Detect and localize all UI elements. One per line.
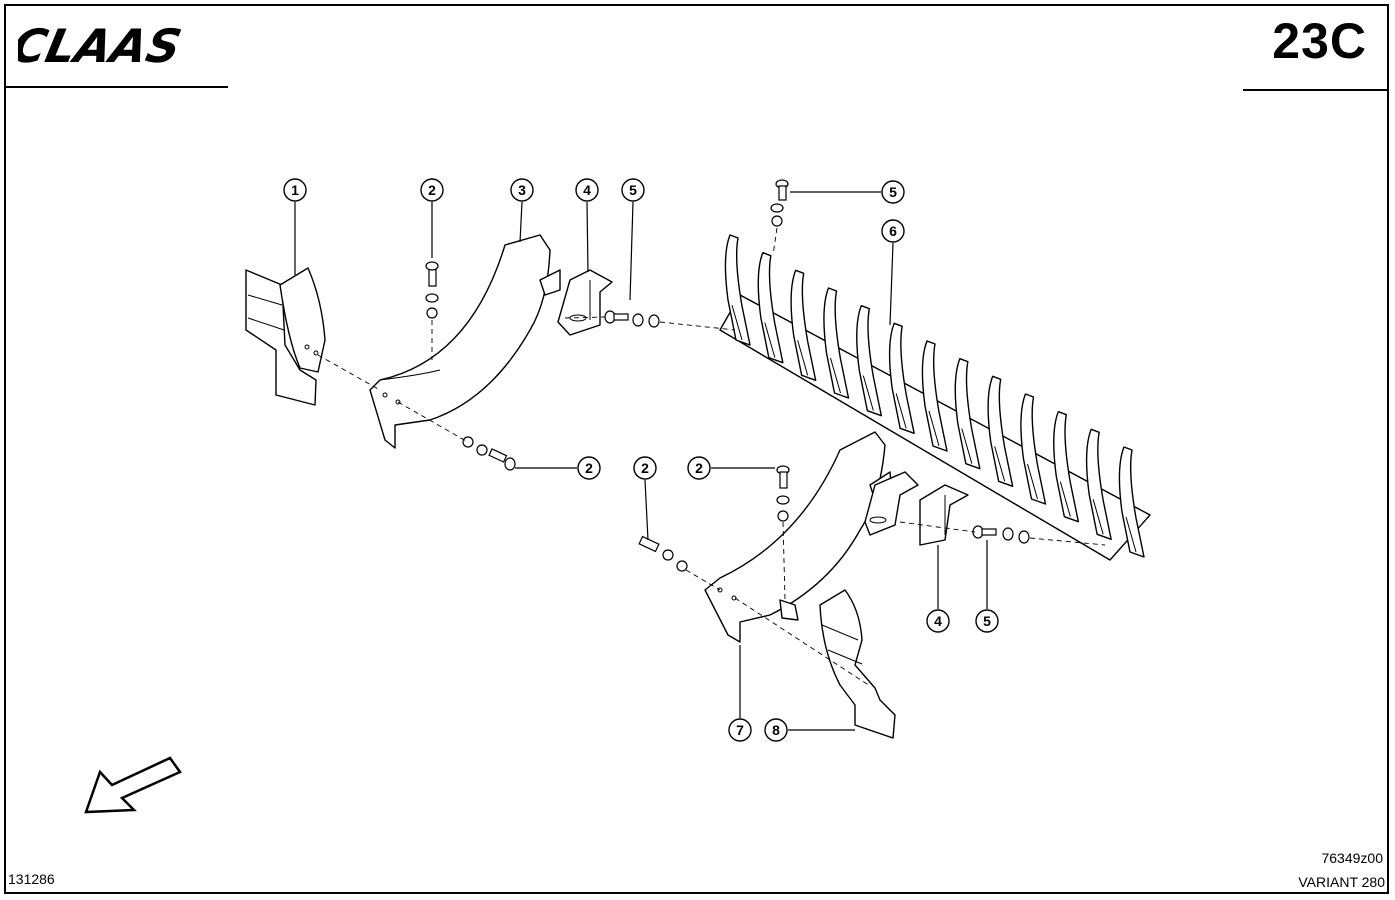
callout-5-bottom: 5 <box>975 609 999 633</box>
bolt-icon <box>779 471 788 489</box>
bolt-icon <box>638 535 660 553</box>
finger-shadow <box>862 375 874 411</box>
drawing-number: 76349z00 <box>1321 850 1383 866</box>
bracket-part-4-upper <box>557 269 613 336</box>
callout-3: 3 <box>510 178 534 202</box>
callout-2-mid-left: 2 <box>577 456 601 480</box>
finger-tine <box>1118 446 1145 558</box>
leader-lines <box>294 191 988 731</box>
finger-tine <box>921 340 948 452</box>
finger-shadow <box>961 428 973 464</box>
nut-icon <box>462 436 474 448</box>
finger-shadow <box>928 410 940 447</box>
finger-tine <box>888 322 915 435</box>
callout-2-top: 2 <box>420 178 444 202</box>
finger-shadow <box>830 357 841 394</box>
svg-text:4: 4 <box>934 613 942 629</box>
travel-direction-arrow-icon <box>84 756 182 814</box>
finger-shadow <box>1059 481 1071 517</box>
svg-text:5: 5 <box>629 182 637 198</box>
callout-4-bottom: 4 <box>926 609 950 633</box>
bolt-icon <box>613 313 629 321</box>
finger-shadow <box>1125 516 1137 553</box>
svg-text:1: 1 <box>291 182 299 198</box>
finger-shadow <box>764 322 776 358</box>
bolt-icon <box>981 528 997 536</box>
callout-5-top-right: 5 <box>881 180 905 204</box>
callout-4-top: 4 <box>575 178 599 202</box>
finger-tine <box>987 375 1014 488</box>
finger-tine <box>856 304 883 417</box>
bracket-part-4-lower <box>864 471 969 546</box>
finger-tine <box>790 269 817 382</box>
header-rule-left <box>4 86 228 88</box>
machine-variant: VARIANT 280 <box>1298 874 1385 890</box>
finger-tine <box>724 234 751 346</box>
bolt-icon <box>488 448 508 463</box>
nut-icon <box>426 307 438 319</box>
nut-icon <box>771 215 783 227</box>
claas-logo: CLAAS <box>7 19 238 75</box>
nut-icon <box>676 560 688 572</box>
svg-text:2: 2 <box>428 182 436 198</box>
callout-8: 8 <box>764 718 788 742</box>
header-rule-right <box>1243 89 1389 91</box>
washer-icon <box>662 549 674 561</box>
callout-7: 7 <box>728 718 752 742</box>
finger-shadow <box>1092 499 1104 535</box>
finger-tine <box>954 357 981 470</box>
callout-5-left: 5 <box>621 178 645 202</box>
svg-text:4: 4 <box>583 182 591 198</box>
finger-bar <box>719 234 1151 561</box>
bolt-head-icon <box>504 457 516 471</box>
finger-tine <box>823 287 850 399</box>
washer-icon <box>776 495 790 505</box>
svg-text:5: 5 <box>983 613 991 629</box>
page-code: 23C <box>1272 13 1367 69</box>
divider-part-7 <box>704 431 893 643</box>
finger-shadow <box>731 304 743 341</box>
finger-tine <box>1020 393 1047 505</box>
finger-shadow <box>797 340 809 376</box>
washer-icon <box>1002 527 1014 541</box>
callout-6: 6 <box>881 219 905 243</box>
date-code: 131286 <box>8 871 55 887</box>
svg-text:3: 3 <box>518 182 526 198</box>
bolt-icon <box>428 267 437 287</box>
bolt-head-icon <box>425 261 439 271</box>
washer-icon <box>770 203 784 213</box>
svg-text:2: 2 <box>641 460 649 476</box>
brand-wordmark: CLAAS <box>18 22 186 70</box>
callout-2-mid-right: 2 <box>687 456 711 480</box>
callout-2-mid: 2 <box>633 456 657 480</box>
finger-tine <box>1085 428 1112 541</box>
washer-icon <box>425 293 439 303</box>
washer-icon <box>476 444 488 456</box>
hardware <box>425 179 1030 572</box>
finger-tine <box>1053 410 1080 523</box>
svg-text:5: 5 <box>889 184 897 200</box>
finger-shadow <box>1027 463 1038 500</box>
finger-shadow <box>994 446 1006 482</box>
divider-part-3 <box>369 234 561 449</box>
svg-text:7: 7 <box>736 722 744 738</box>
page-frame <box>4 4 1389 894</box>
finger-tine <box>757 251 784 364</box>
finger-shadow <box>895 393 907 429</box>
bolt-icon <box>778 185 787 201</box>
svg-text:2: 2 <box>585 460 593 476</box>
svg-text:8: 8 <box>772 722 780 738</box>
callout-1: 1 <box>283 178 307 202</box>
shield-part-1 <box>245 267 326 406</box>
washer-icon <box>632 313 644 327</box>
nut-icon <box>1018 530 1030 544</box>
svg-text:2: 2 <box>695 460 703 476</box>
nut-icon <box>777 510 789 522</box>
svg-text:6: 6 <box>889 223 897 239</box>
shield-part-8 <box>819 589 896 739</box>
assembly-lines <box>317 227 1106 687</box>
nut-icon <box>648 314 660 328</box>
